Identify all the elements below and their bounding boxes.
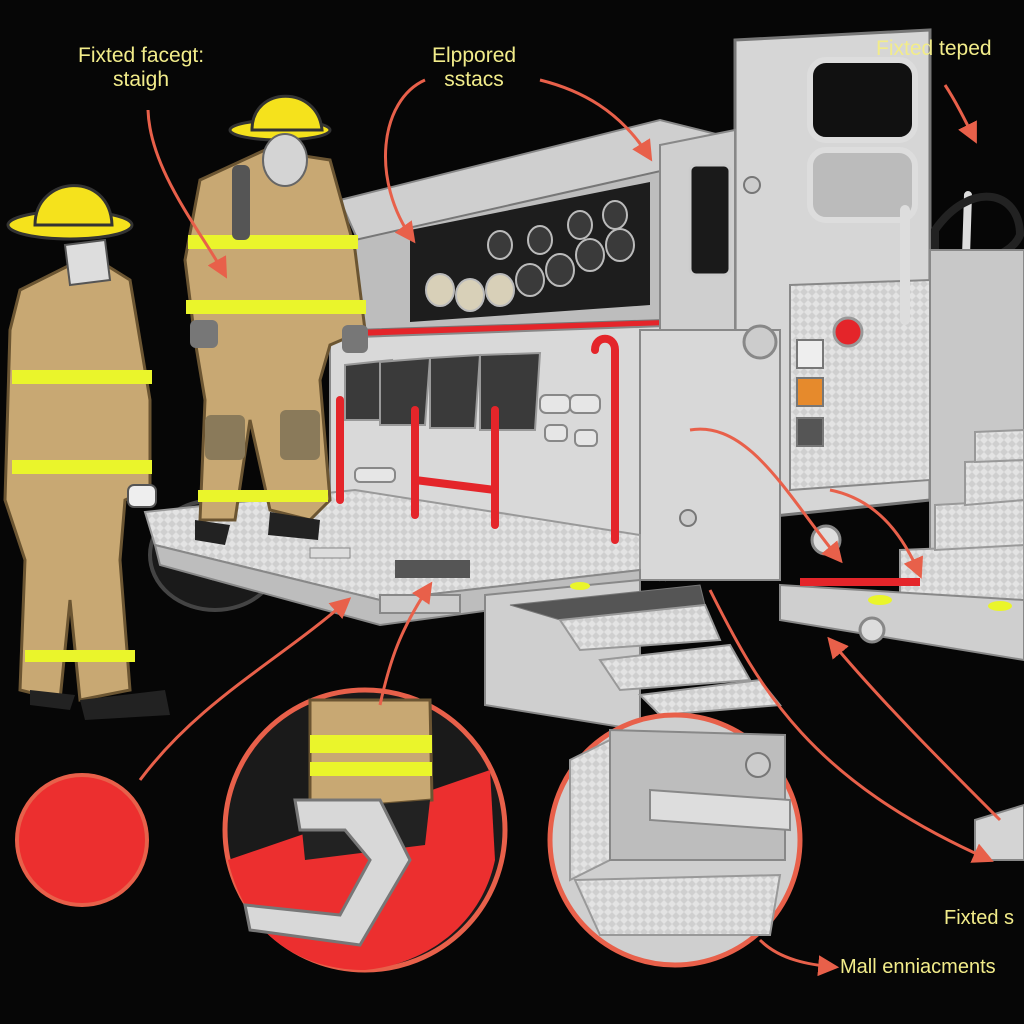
- label-bottom-right-1: Fixted s: [944, 907, 1015, 929]
- callout-arrow: [138, 78, 1002, 977]
- center-steps: [484, 578, 782, 732]
- firefighter-figure-2: [183, 94, 368, 545]
- label-top-center-line2: sstacs: [444, 68, 504, 91]
- label-top-center-line1: Elppored: [432, 44, 517, 67]
- right-steps: [899, 428, 1024, 601]
- label-bottom-right-2: Mall enniacments: [840, 956, 996, 978]
- nozzles: [354, 394, 601, 483]
- label-top-center: Elppored sstacs: [432, 44, 516, 92]
- firefighter-figure: [3, 184, 170, 720]
- label-top-left: Fixted facegt: staigh: [78, 44, 204, 92]
- label-top-right: Fixted teped: [876, 37, 992, 60]
- red-handrails: [336, 334, 619, 544]
- hose-rolls: [425, 200, 635, 312]
- seats: [344, 351, 542, 431]
- step-detail: [974, 803, 1024, 861]
- magnifier-circle: [15, 773, 149, 907]
- label-top-left-line1: Fixted facegt:: [78, 44, 205, 67]
- magnifier-circle-boot-step: [222, 687, 508, 973]
- label-top-left-line2: staigh: [113, 68, 170, 91]
- magnifier-circle-grip: [547, 712, 803, 968]
